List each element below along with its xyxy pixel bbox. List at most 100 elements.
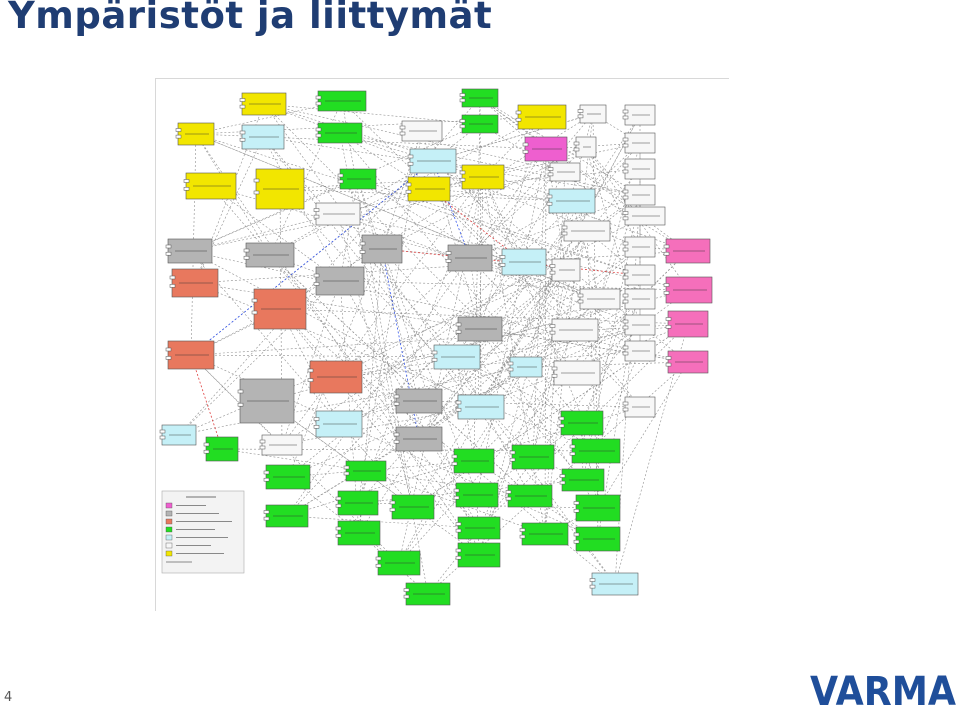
connector-line <box>599 194 641 300</box>
connector-line <box>381 248 584 481</box>
component-box <box>239 92 287 116</box>
component-box <box>453 482 499 508</box>
component-box <box>622 288 656 310</box>
component-box <box>589 572 639 596</box>
component-box <box>622 396 656 418</box>
connector-line <box>473 250 689 462</box>
connector-line <box>398 298 641 564</box>
connector-line <box>418 246 641 440</box>
component-nodes <box>159 88 713 606</box>
connector-line <box>469 113 594 259</box>
legend-swatch <box>165 518 173 525</box>
connector-line <box>263 103 481 125</box>
component-box <box>243 242 295 268</box>
connector-line <box>263 103 641 248</box>
connector-line <box>357 178 641 352</box>
connector-line <box>339 178 359 282</box>
component-box <box>165 340 215 370</box>
connector-line <box>190 354 223 450</box>
connector-line <box>190 354 283 446</box>
connector-line <box>189 250 689 363</box>
component-box <box>507 356 543 378</box>
component-box <box>313 202 361 226</box>
component-box <box>393 388 443 414</box>
component-box <box>547 162 581 182</box>
component-box <box>459 114 499 134</box>
slide-title: Ympäristöt ja liittymät <box>8 0 493 37</box>
connector-line <box>581 422 599 509</box>
architecture-diagram <box>155 78 729 611</box>
component-box <box>622 236 656 258</box>
connector-line <box>412 269 567 508</box>
connector-line <box>281 176 484 446</box>
connector-line <box>281 194 641 446</box>
component-box <box>405 176 451 202</box>
component-box <box>455 542 501 568</box>
component-box <box>577 288 621 310</box>
connector-line <box>479 123 689 252</box>
component-box <box>499 248 547 276</box>
component-box <box>313 410 363 438</box>
connector-line <box>338 324 641 425</box>
component-box <box>522 136 568 162</box>
connector-line <box>210 185 341 282</box>
connector-line <box>585 146 646 217</box>
connector-line <box>476 148 547 496</box>
component-box <box>335 490 379 516</box>
legend-swatch <box>165 550 173 557</box>
component-box <box>389 494 435 520</box>
connector-line <box>428 188 641 408</box>
connector-line <box>412 323 689 508</box>
connector-line <box>178 188 430 436</box>
component-box <box>558 410 604 436</box>
connector-line <box>269 254 480 529</box>
connector-line <box>189 250 414 508</box>
connector-line <box>189 178 359 252</box>
component-box <box>407 148 457 174</box>
component-box <box>622 206 666 226</box>
legend-swatch <box>165 526 173 533</box>
component-box <box>663 238 711 264</box>
connector-line <box>421 130 641 408</box>
component-box <box>622 264 656 286</box>
connector-line <box>190 323 689 356</box>
component-box <box>403 582 451 606</box>
connector-line <box>341 100 414 508</box>
legend-swatch <box>165 534 173 541</box>
component-box <box>335 520 381 546</box>
component-box <box>375 550 421 576</box>
diagram-legend <box>161 490 245 574</box>
svg-text:VARMA: VARMA <box>810 670 956 710</box>
connector-line <box>581 298 641 424</box>
architecture-diagram-canvas <box>159 88 713 606</box>
connector-line <box>473 97 481 462</box>
connector-line <box>473 269 567 462</box>
component-box <box>519 522 569 546</box>
component-box <box>515 104 567 130</box>
connector-line <box>482 176 597 452</box>
component-box <box>665 310 709 338</box>
connector-line <box>477 298 601 407</box>
component-box <box>455 316 503 342</box>
connector-line <box>480 114 641 408</box>
component-box <box>551 360 601 386</box>
component-box <box>165 238 213 264</box>
component-box <box>561 220 611 242</box>
component-box <box>505 484 553 508</box>
connector-line <box>189 250 482 408</box>
component-box <box>549 318 599 342</box>
component-box <box>455 516 501 540</box>
component-box <box>263 504 309 528</box>
connector-line <box>339 132 583 424</box>
connector-line <box>532 230 588 458</box>
component-box <box>399 120 443 142</box>
connector-line <box>262 136 641 196</box>
connector-line <box>210 185 601 300</box>
connector-line <box>279 308 480 529</box>
component-box <box>573 526 621 552</box>
component-box <box>159 424 197 446</box>
connector-line <box>195 133 480 556</box>
component-box <box>622 132 656 154</box>
varma-logo: VARMA <box>810 669 958 715</box>
component-box <box>169 268 219 298</box>
